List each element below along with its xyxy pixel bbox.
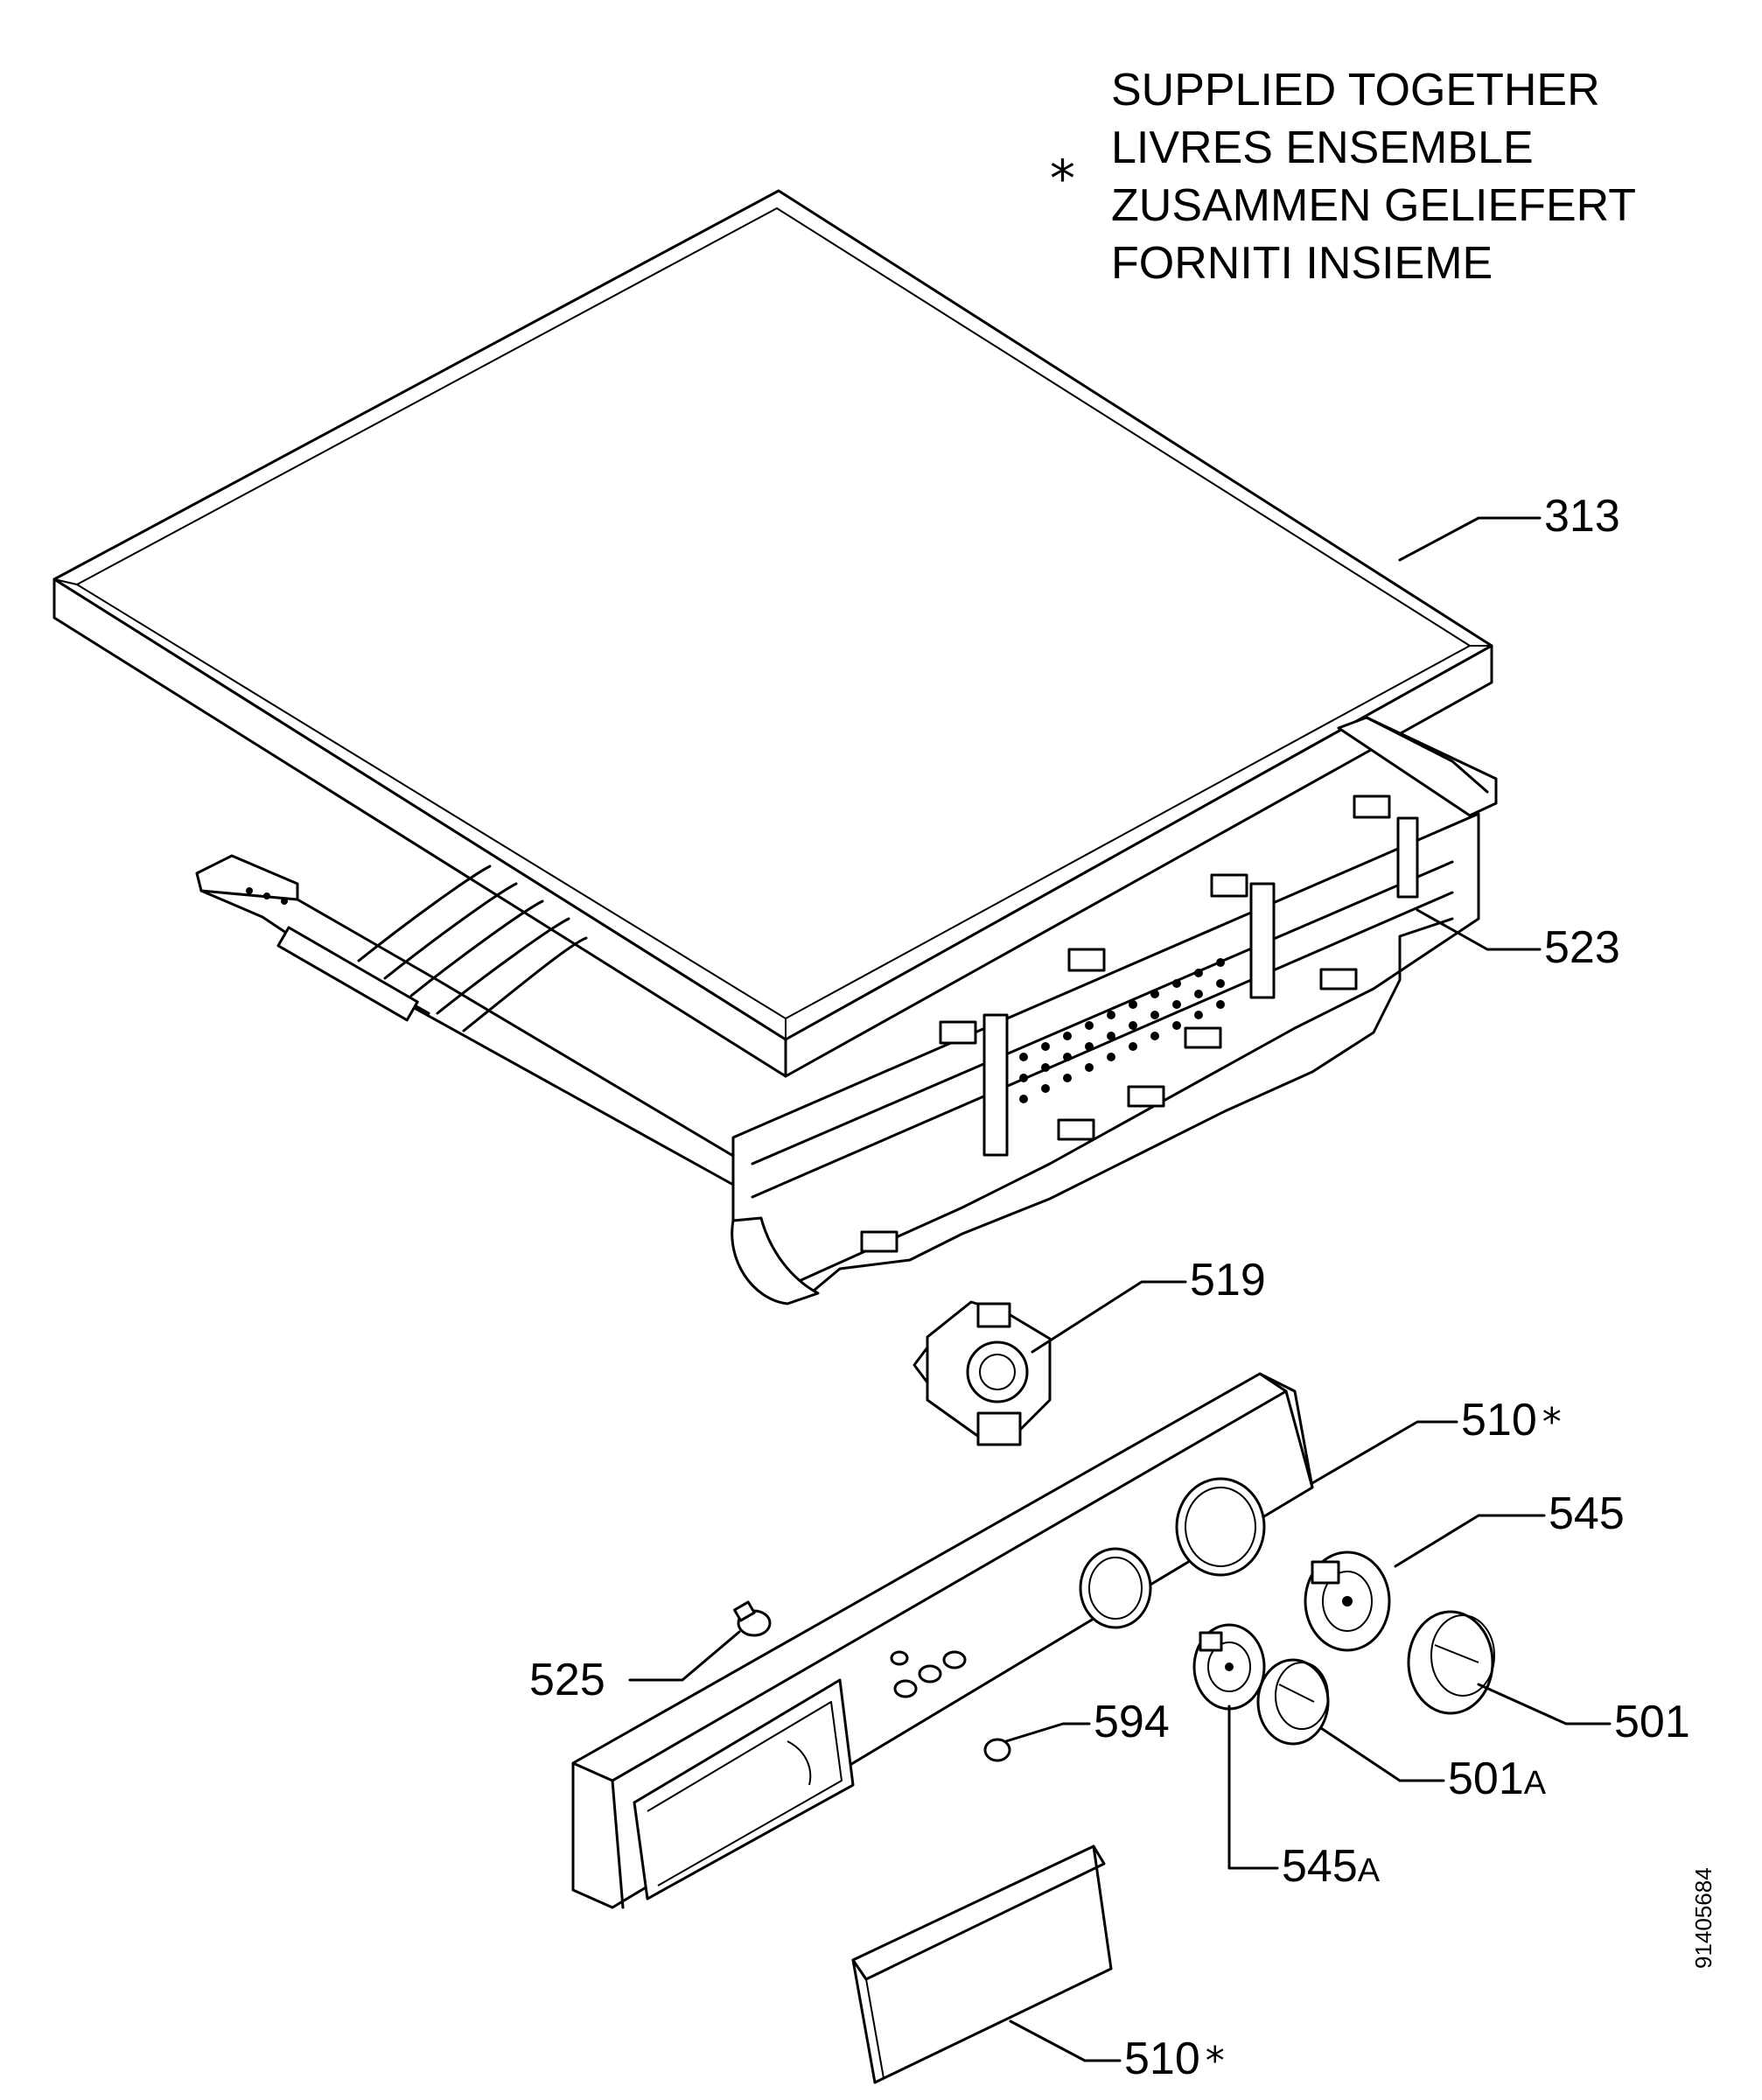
legend-line-it: FORNITI INSIEME (1111, 238, 1493, 289)
legend-line-en: SUPPLIED TOGETHER (1111, 65, 1600, 116)
document-number: 91405684 (1690, 1867, 1717, 1969)
pulley-545a (1192, 1623, 1266, 1711)
indicator-lens-594 (983, 1738, 1011, 1762)
legend: SUPPLIED TOGETHER LIVRES ENSEMBLE ZUSAMM… (1111, 61, 1636, 292)
label-525: 525 (529, 1655, 605, 1705)
pulley-545 (1304, 1550, 1391, 1652)
label-545a: 545A (1282, 1841, 1381, 1892)
label-594: 594 (1094, 1697, 1170, 1747)
label-510-panel: 510* (1461, 1395, 1562, 1446)
legend-asterisk: * (1050, 149, 1075, 208)
label-501a: 501A (1448, 1754, 1547, 1804)
frame-bracket-523 (195, 716, 1498, 1306)
leader-lines (628, 516, 1612, 2062)
knob-501a (1256, 1658, 1330, 1746)
flap-510 (851, 1844, 1113, 2084)
legend-line-fr: LIVRES ENSEMBLE (1111, 122, 1534, 173)
control-panel-510 (571, 1372, 1314, 1909)
label-313: 313 (1544, 491, 1620, 542)
legend-line-de: ZUSAMMEN GELIEFERT (1111, 180, 1637, 231)
label-519: 519 (1190, 1255, 1266, 1306)
label-510-flap: 510* (1124, 2034, 1225, 2084)
knob-501 (1407, 1610, 1495, 1715)
indicator-lens-525 (733, 1600, 772, 1637)
label-501: 501 (1614, 1697, 1690, 1747)
worktop-313 (52, 189, 1493, 1078)
bracket-519 (912, 1300, 1052, 1446)
vent-holes (1019, 958, 1225, 1103)
label-523: 523 (1544, 922, 1620, 973)
label-545: 545 (1549, 1488, 1625, 1539)
